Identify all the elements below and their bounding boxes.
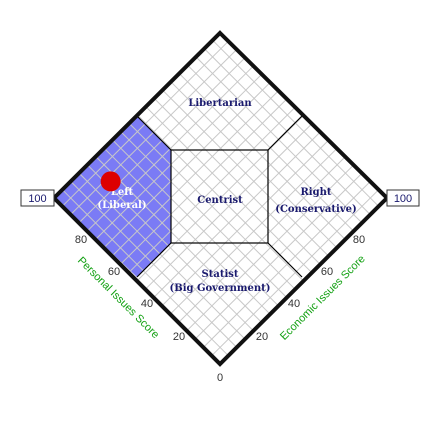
grid-line [178,73,346,240]
grid-line [162,89,329,257]
grid-line [61,39,230,207]
region-boundaries [136,115,303,278]
label-libertarian: Libertarian [188,98,252,109]
grid-line [103,81,272,249]
grid-line [111,89,280,257]
personal-100-box: 100 [20,189,55,207]
left-region [54,116,171,277]
grid-line [195,56,363,224]
economic-tick-40: 40 [288,298,300,310]
grid-line [120,98,288,265]
label-right-line1: Right [301,187,332,198]
grid-line [137,114,304,282]
origin-tick-0: 0 [217,372,223,384]
label-statist-line1: Statist [202,269,239,280]
grid-line [86,64,255,232]
personal-tick-80: 80 [75,234,87,246]
result-marker [100,171,121,192]
label-right-line2: (Conservative) [275,204,357,215]
grid-line [78,56,247,224]
grid-line [128,106,297,274]
label-statist-line2: (Big Government) [170,283,271,294]
grid-line [212,39,380,207]
grid-line [145,106,313,274]
grid-line [153,98,321,265]
personal-tick-40: 40 [141,298,153,310]
grid-line [95,73,263,240]
economic-tick-60: 60 [321,266,333,278]
personal-tick-20: 20 [173,331,185,343]
chart-outline [51,30,390,367]
label-left-line2: (Liberal) [97,200,146,211]
grid-line [70,48,238,215]
chart-grid [61,39,380,357]
grid-line [170,81,338,249]
economic-tick-20: 20 [256,331,268,343]
personal-100-label: 100 [28,193,46,205]
label-centrist: Centrist [197,195,243,206]
economic-tick-80: 80 [353,234,365,246]
economic-100-box: 100 [386,189,420,207]
economic-100-label: 100 [394,193,412,205]
personal-tick-60: 60 [108,266,120,278]
label-left-line1: Left [111,187,134,198]
grid-line [203,48,371,215]
